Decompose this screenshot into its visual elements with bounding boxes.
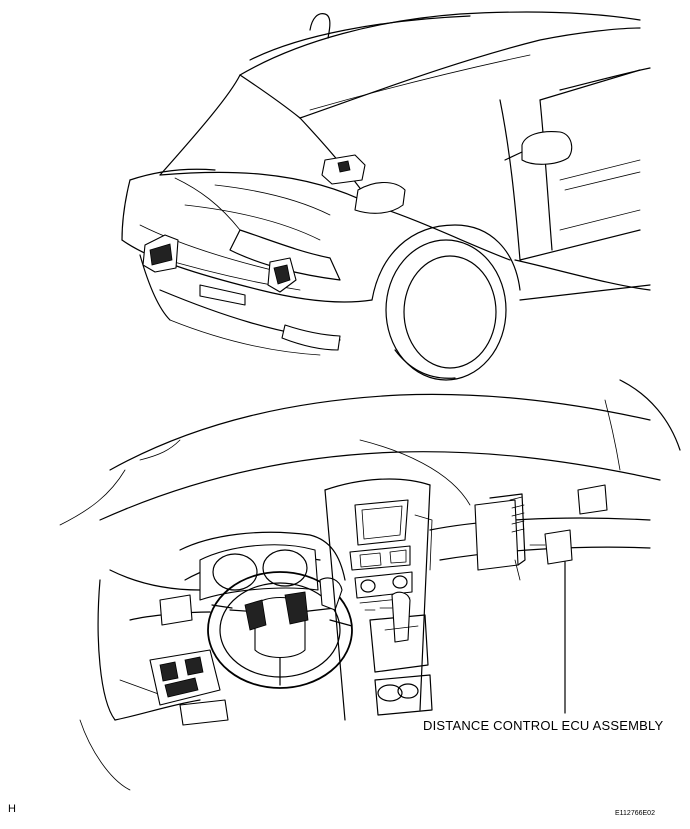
distance-control-ecu-label: DISTANCE CONTROL ECU ASSEMBLY xyxy=(423,718,664,733)
figure-id: E112766E02 xyxy=(615,810,655,817)
vehicle-body-outline xyxy=(121,11,651,381)
dashboard-outline xyxy=(59,379,681,791)
corner-mark: H xyxy=(8,803,16,815)
